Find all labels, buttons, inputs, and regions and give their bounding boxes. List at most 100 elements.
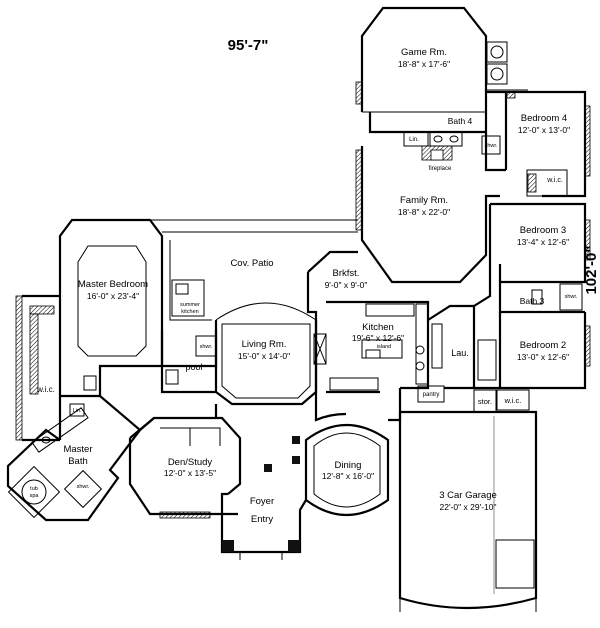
covered-patio-outline — [150, 219, 358, 321]
laundry-walls — [427, 304, 476, 390]
bedroom2-wic-label: w.i.c. — [504, 396, 522, 405]
column-2 — [292, 456, 300, 464]
kitchen-counters — [329, 303, 429, 391]
bedroom2-wic — [496, 389, 530, 411]
bedroom4-wic-label: w.i.c. — [546, 177, 563, 184]
summer-kitchen-label-2: kitchen — [181, 309, 198, 315]
bath4-shower-label: shwr. — [485, 143, 498, 149]
east-window-2 — [584, 219, 591, 261]
foyer-walls — [220, 492, 307, 554]
wic-shelf-top — [29, 305, 55, 315]
east-window-1 — [584, 105, 591, 177]
gallery-walls — [98, 364, 402, 431]
covered-patio-name: Cov. Patio — [230, 258, 273, 269]
wic-shelf-side — [29, 313, 39, 395]
storage-label: stor. — [478, 397, 492, 406]
east-window-3 — [584, 325, 591, 367]
family-window-left — [355, 149, 363, 231]
den-name: Den/Study — [168, 457, 213, 468]
bedroom3-size: 13'-4" x 12'-6" — [517, 237, 569, 247]
hall-walls — [473, 260, 500, 390]
island-label: island — [377, 344, 391, 350]
den-window — [159, 511, 211, 519]
pool-bath-toilet — [165, 369, 179, 385]
dining-name: Dining — [335, 460, 362, 471]
bedroom4-size: 12'-0" x 13'-0" — [518, 125, 570, 135]
hall-closet — [477, 339, 497, 381]
bedroom2-name: Bedroom 2 — [520, 340, 566, 351]
master-bath-name: Master — [63, 444, 92, 455]
bedroom3-walls — [490, 202, 587, 284]
den-french-doors — [160, 427, 221, 446]
tub-label: tub — [30, 486, 38, 492]
master-bath-label: Bath — [68, 456, 88, 467]
overall-width-label: 95'-7" — [228, 37, 269, 54]
bedroom4-wic — [526, 169, 568, 197]
bedroom2-size: 13'-0" x 12'-6" — [517, 352, 569, 362]
pantry-label: pantry — [423, 392, 440, 398]
family-room-name: Family Rm. — [400, 195, 448, 206]
bedroom4-name: Bedroom 4 — [521, 113, 567, 124]
game-room-name: Game Rm. — [401, 47, 447, 58]
summer-kitchen-label-1: summer — [180, 302, 200, 308]
bath4-name: Bath 4 — [448, 116, 473, 126]
bedroom3-name: Bedroom 3 — [520, 225, 566, 236]
garage-name: 3 Car Garage — [439, 490, 497, 501]
master-linen — [69, 403, 85, 417]
game-room-walls — [360, 6, 488, 112]
game-room-size: 18'-8" x 17'-6" — [398, 59, 450, 69]
bath4-shower — [481, 135, 501, 155]
master-linen-label: Lin. — [73, 408, 82, 414]
kitchen-name: Kitchen — [362, 322, 394, 333]
linen-label: Lin. — [409, 137, 419, 143]
living-room-bay — [221, 323, 311, 399]
pantry — [417, 385, 445, 403]
dining-size: 12'-8" x 16'-0" — [322, 471, 374, 481]
foyer-name: Foyer — [250, 496, 274, 507]
bath4-walls — [368, 112, 506, 172]
bath3-shower-label: shwr. — [565, 294, 578, 300]
den-size: 12'-0" x 13'-5" — [164, 468, 216, 478]
bath3-name: Bath 3 — [520, 296, 545, 306]
master-tray-ceiling — [77, 245, 147, 357]
breakfast-name: Brkfst. — [333, 268, 360, 279]
bedroom4-wic-shelf — [527, 173, 537, 193]
dining-ceiling — [313, 432, 381, 508]
bath4-vanity — [429, 131, 463, 147]
family-room-size: 18'-8" x 22'-0" — [398, 207, 450, 217]
master-shower — [63, 469, 103, 509]
entry-column-left — [222, 540, 234, 552]
column-3 — [264, 464, 272, 472]
fireplace-symbol — [421, 145, 453, 161]
bedroom4-wall-stub — [506, 91, 516, 99]
game-window-left — [355, 81, 363, 105]
column-1 — [292, 436, 300, 444]
master-vanity — [31, 407, 89, 453]
master-toilet — [83, 375, 97, 391]
entry-label: Entry — [251, 514, 273, 525]
breakfast-seat-x2 — [313, 333, 327, 365]
washer-dryer-symbols — [486, 41, 528, 91]
garage-storage — [495, 539, 535, 589]
breakfast-walls — [306, 250, 358, 398]
west-wall-hatch — [15, 295, 23, 441]
master-bedroom-walls — [58, 218, 164, 366]
laundry-label: Lau. — [451, 348, 469, 358]
master-shower-label: shwr. — [77, 484, 90, 490]
fireplace-label: fireplace — [429, 166, 452, 172]
garage-size: 22'-0" x 29'-10" — [439, 502, 496, 512]
master-wic-walls — [22, 294, 62, 442]
kitchen-island — [361, 339, 403, 359]
pool-bath-walls — [160, 330, 218, 394]
entry-column-right — [288, 540, 300, 552]
summer-kitchen-grill — [175, 283, 189, 295]
living-room-name: Living Rm. — [242, 339, 287, 350]
master-bedroom-size: 16'-0" x 23'-4" — [87, 291, 139, 301]
master-bath-walls — [6, 394, 142, 522]
summer-kitchen — [171, 279, 205, 317]
dining-walls — [304, 423, 390, 517]
kitchen-size: 19'-6" x 12'-6" — [352, 333, 404, 343]
pool-bath-label: pool — [185, 362, 202, 372]
linen-closet — [403, 131, 429, 147]
